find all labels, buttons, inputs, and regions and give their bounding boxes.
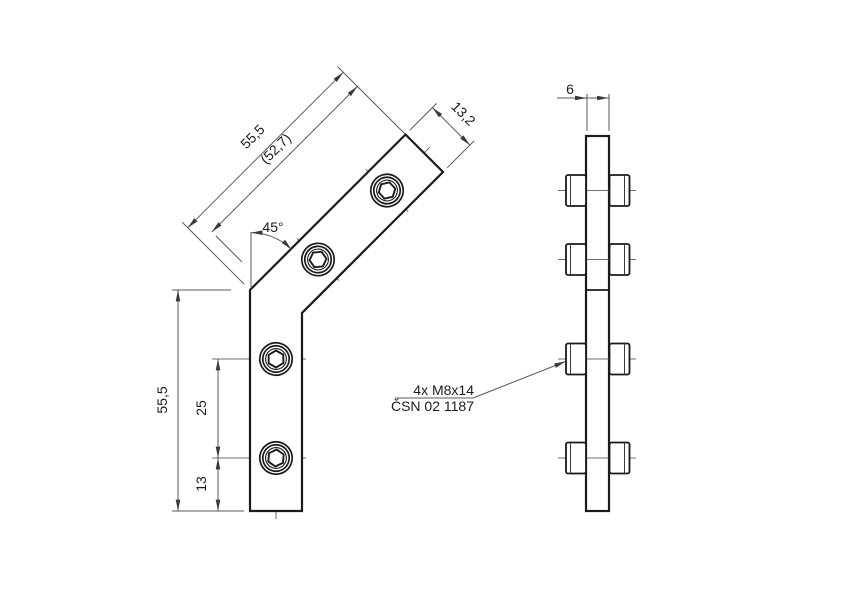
leader-line [472,361,566,399]
plate-outline [584,134,611,513]
side-view: 6 [557,81,637,513]
dim-bend-angle: 45° [262,219,283,235]
extension-line [337,66,406,135]
callout-bolt-spec: 4x M8x14 [413,382,474,398]
callout-standard: ČSN 02 1187 [391,398,474,414]
bracket-outline [248,132,445,513]
bolt-callout: 4x M8x14 ČSN 02 1187 [391,361,566,414]
dim-plate-thickness: 6 [566,81,574,97]
dim-arm-end-width: 13,2 [448,98,479,129]
dim-line-arm-end-width [432,107,471,146]
extension-line [181,221,245,285]
dim-arm-length: 55,5 [237,121,268,152]
dim-hole-spacing: 25 [193,400,209,416]
front-view: 55,5 25 13 55,5 (52,7) 13,2 45° [154,66,479,519]
dim-hole-bottom-offset: 13 [193,476,209,492]
dim-overall-height: 55,5 [154,386,170,413]
dim-arc-bend-angle [250,230,292,250]
dim-line-arm-length-ref [211,86,358,233]
extension-line [215,235,243,263]
